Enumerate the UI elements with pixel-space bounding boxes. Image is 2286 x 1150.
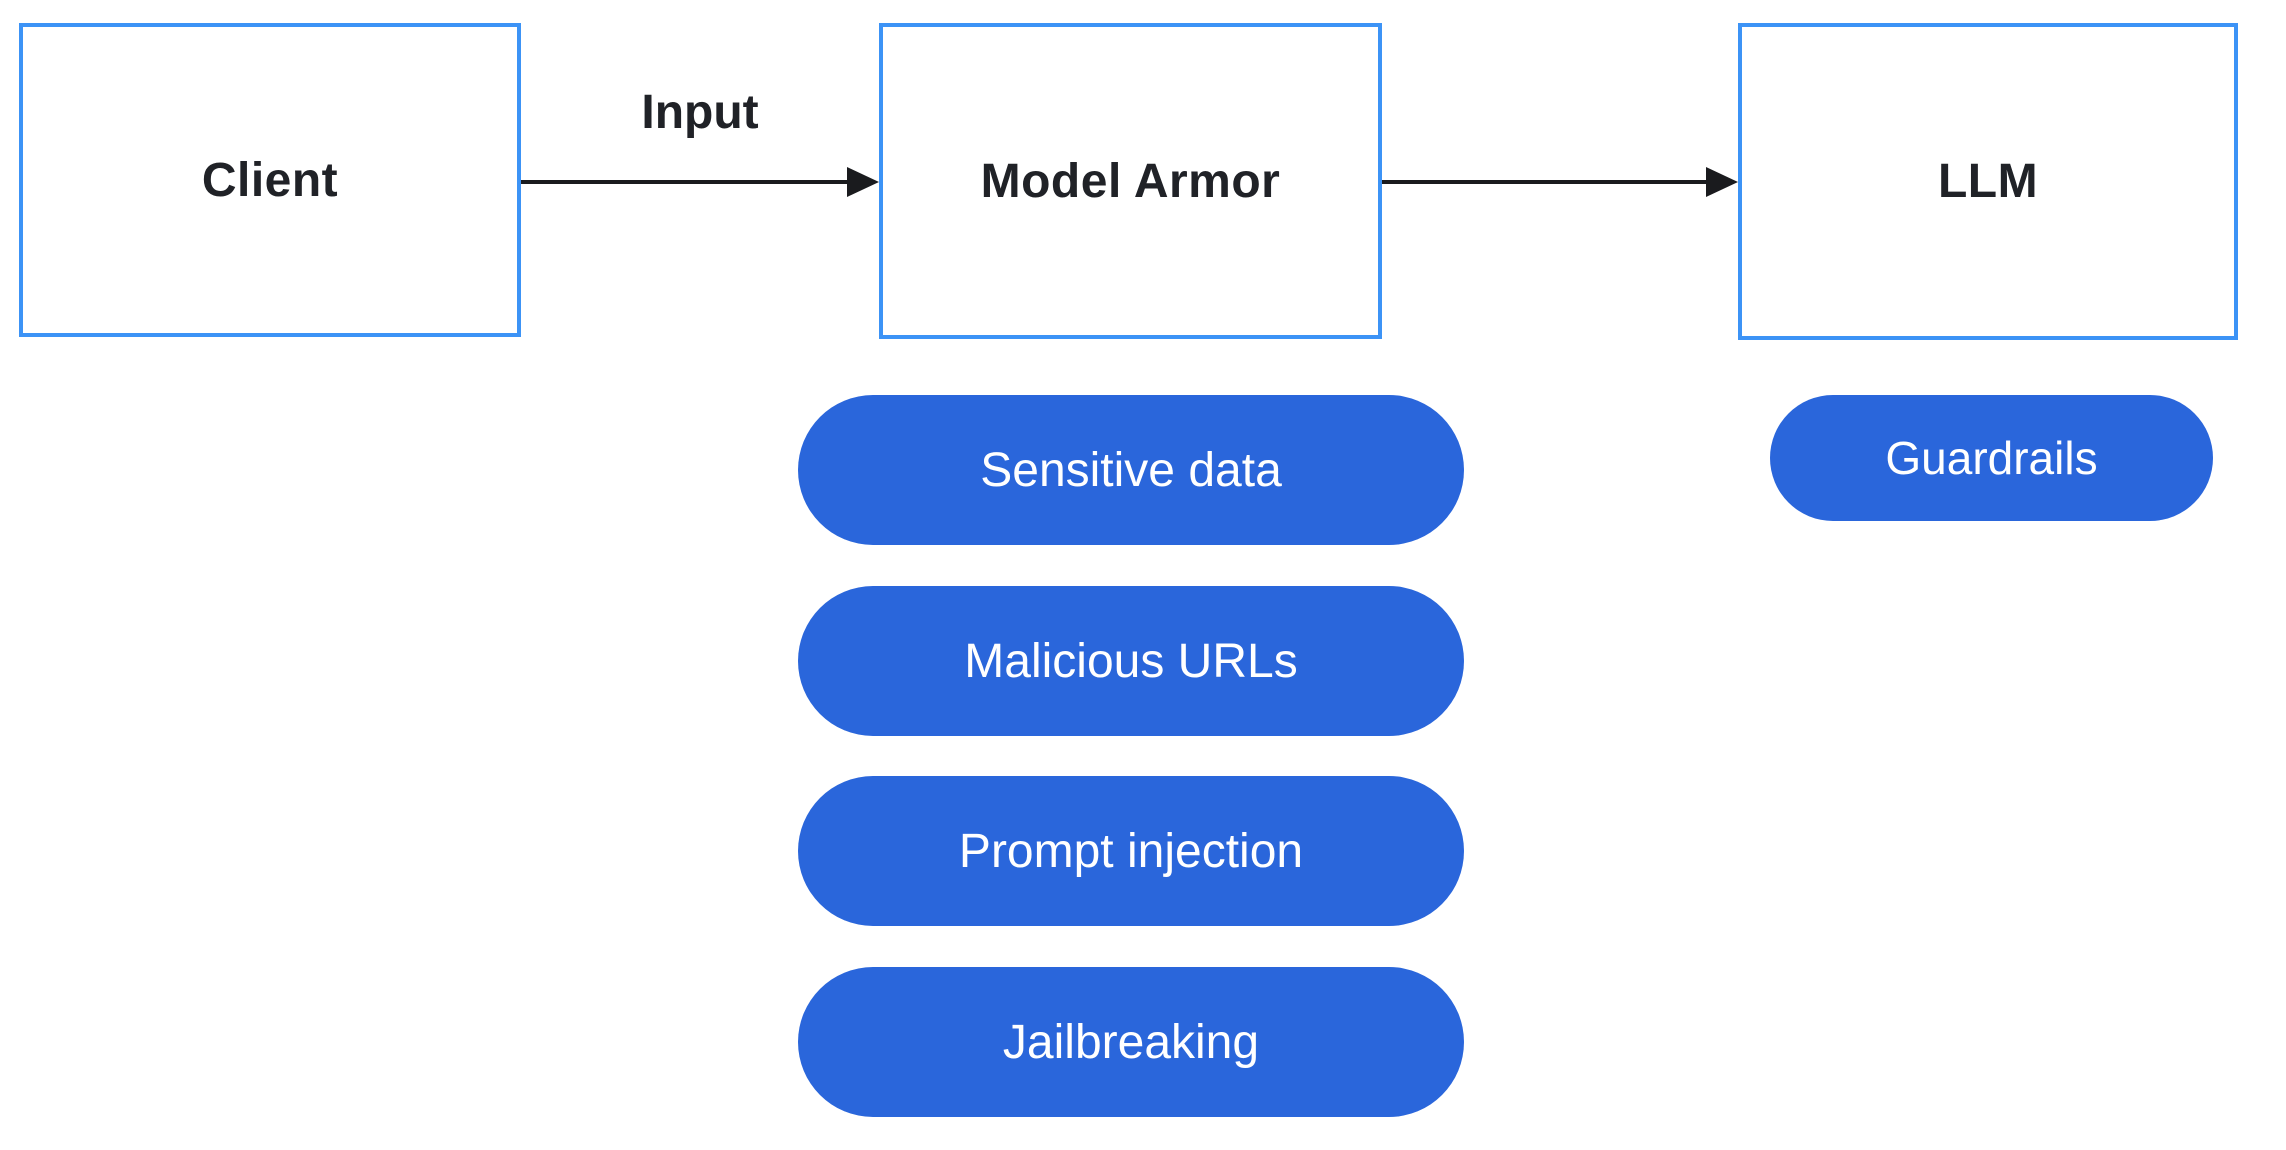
arrowhead-icon bbox=[1706, 167, 1738, 197]
pill-guardrails: Guardrails bbox=[1770, 395, 2213, 521]
pill-jailbreaking: Jailbreaking bbox=[798, 967, 1464, 1117]
node-client: Client bbox=[19, 23, 521, 337]
node-model-armor-label: Model Armor bbox=[980, 154, 1281, 208]
arrow-client-to-model-armor bbox=[521, 167, 879, 197]
edge-label-input: Input bbox=[641, 85, 759, 139]
pill-sensitive-data: Sensitive data bbox=[798, 395, 1464, 545]
node-llm-label: LLM bbox=[1937, 155, 2039, 208]
arrow-model-armor-to-llm bbox=[1382, 167, 1738, 197]
node-model-armor: Model Armor bbox=[879, 23, 1382, 339]
node-client-label: Client bbox=[201, 153, 339, 207]
arrowhead-icon bbox=[847, 167, 879, 197]
pill-malicious-urls: Malicious URLs bbox=[798, 586, 1464, 736]
node-llm: LLM bbox=[1738, 23, 2238, 340]
pill-prompt-injection: Prompt injection bbox=[798, 776, 1464, 926]
